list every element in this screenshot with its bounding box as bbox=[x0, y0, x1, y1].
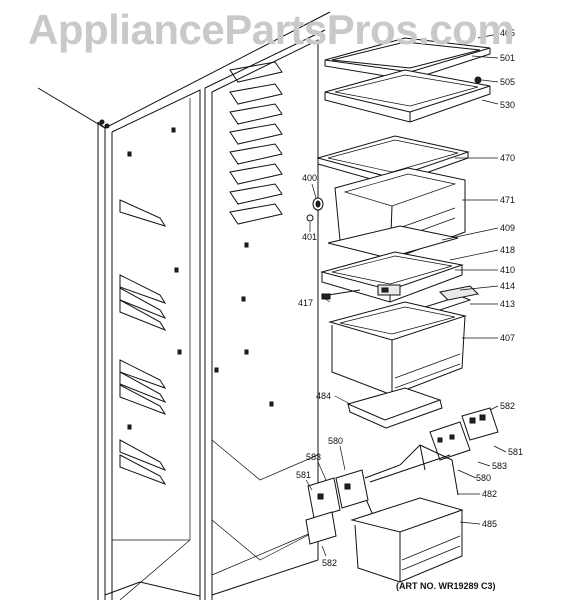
callout-417: 417 bbox=[298, 298, 313, 308]
brackets-left-580-581-582-583 bbox=[305, 469, 369, 545]
pan-407 bbox=[328, 301, 467, 396]
brackets-right-580-581-582-583 bbox=[429, 407, 499, 461]
callout-418: 418 bbox=[500, 245, 515, 255]
callout-409: 409 bbox=[500, 223, 515, 233]
callout-413: 413 bbox=[500, 299, 515, 309]
callout-485: 485 bbox=[482, 519, 497, 529]
callout-580-right: 580 bbox=[476, 473, 491, 483]
shelf-rails-right bbox=[229, 61, 283, 225]
leader-lines bbox=[305, 33, 507, 557]
callout-530: 530 bbox=[500, 100, 515, 110]
callout-405: 405 bbox=[500, 28, 515, 38]
callout-583-right: 583 bbox=[492, 461, 507, 471]
wall-holes bbox=[127, 127, 274, 430]
frame-418-410 bbox=[320, 251, 464, 303]
callout-labels: 405 501 505 530 470 471 400 401 409 418 … bbox=[296, 28, 523, 568]
callout-400: 400 bbox=[302, 173, 317, 183]
callout-580-left: 580 bbox=[328, 436, 343, 446]
callout-505: 505 bbox=[500, 77, 515, 87]
pan-485 bbox=[350, 497, 464, 583]
callout-582-right: 582 bbox=[500, 401, 515, 411]
callout-470: 470 bbox=[500, 153, 515, 163]
callout-401: 401 bbox=[302, 232, 317, 242]
watermark: AppliancePartsPros.com bbox=[28, 6, 515, 53]
callout-581-right: 581 bbox=[508, 447, 523, 457]
art-number: (ART NO. WR19289 C3) bbox=[396, 581, 496, 591]
callout-414: 414 bbox=[500, 281, 515, 291]
callout-482: 482 bbox=[482, 489, 497, 499]
frame-505-530 bbox=[324, 69, 491, 123]
callout-484: 484 bbox=[316, 391, 331, 401]
glass-409 bbox=[327, 225, 459, 259]
cover-484 bbox=[346, 387, 443, 429]
callout-582-left: 582 bbox=[322, 558, 337, 568]
shelf-405-501 bbox=[324, 37, 491, 81]
insert-400-401 bbox=[306, 197, 324, 222]
callout-583-left: 583 bbox=[306, 452, 321, 462]
callout-581-left: 581 bbox=[296, 470, 311, 480]
callout-410: 410 bbox=[500, 265, 515, 275]
callout-407: 407 bbox=[500, 333, 515, 343]
shelf-supports-left bbox=[119, 199, 167, 485]
callout-471: 471 bbox=[500, 195, 515, 205]
refrigerator-cabinet bbox=[37, 11, 331, 600]
callout-501: 501 bbox=[500, 53, 515, 63]
